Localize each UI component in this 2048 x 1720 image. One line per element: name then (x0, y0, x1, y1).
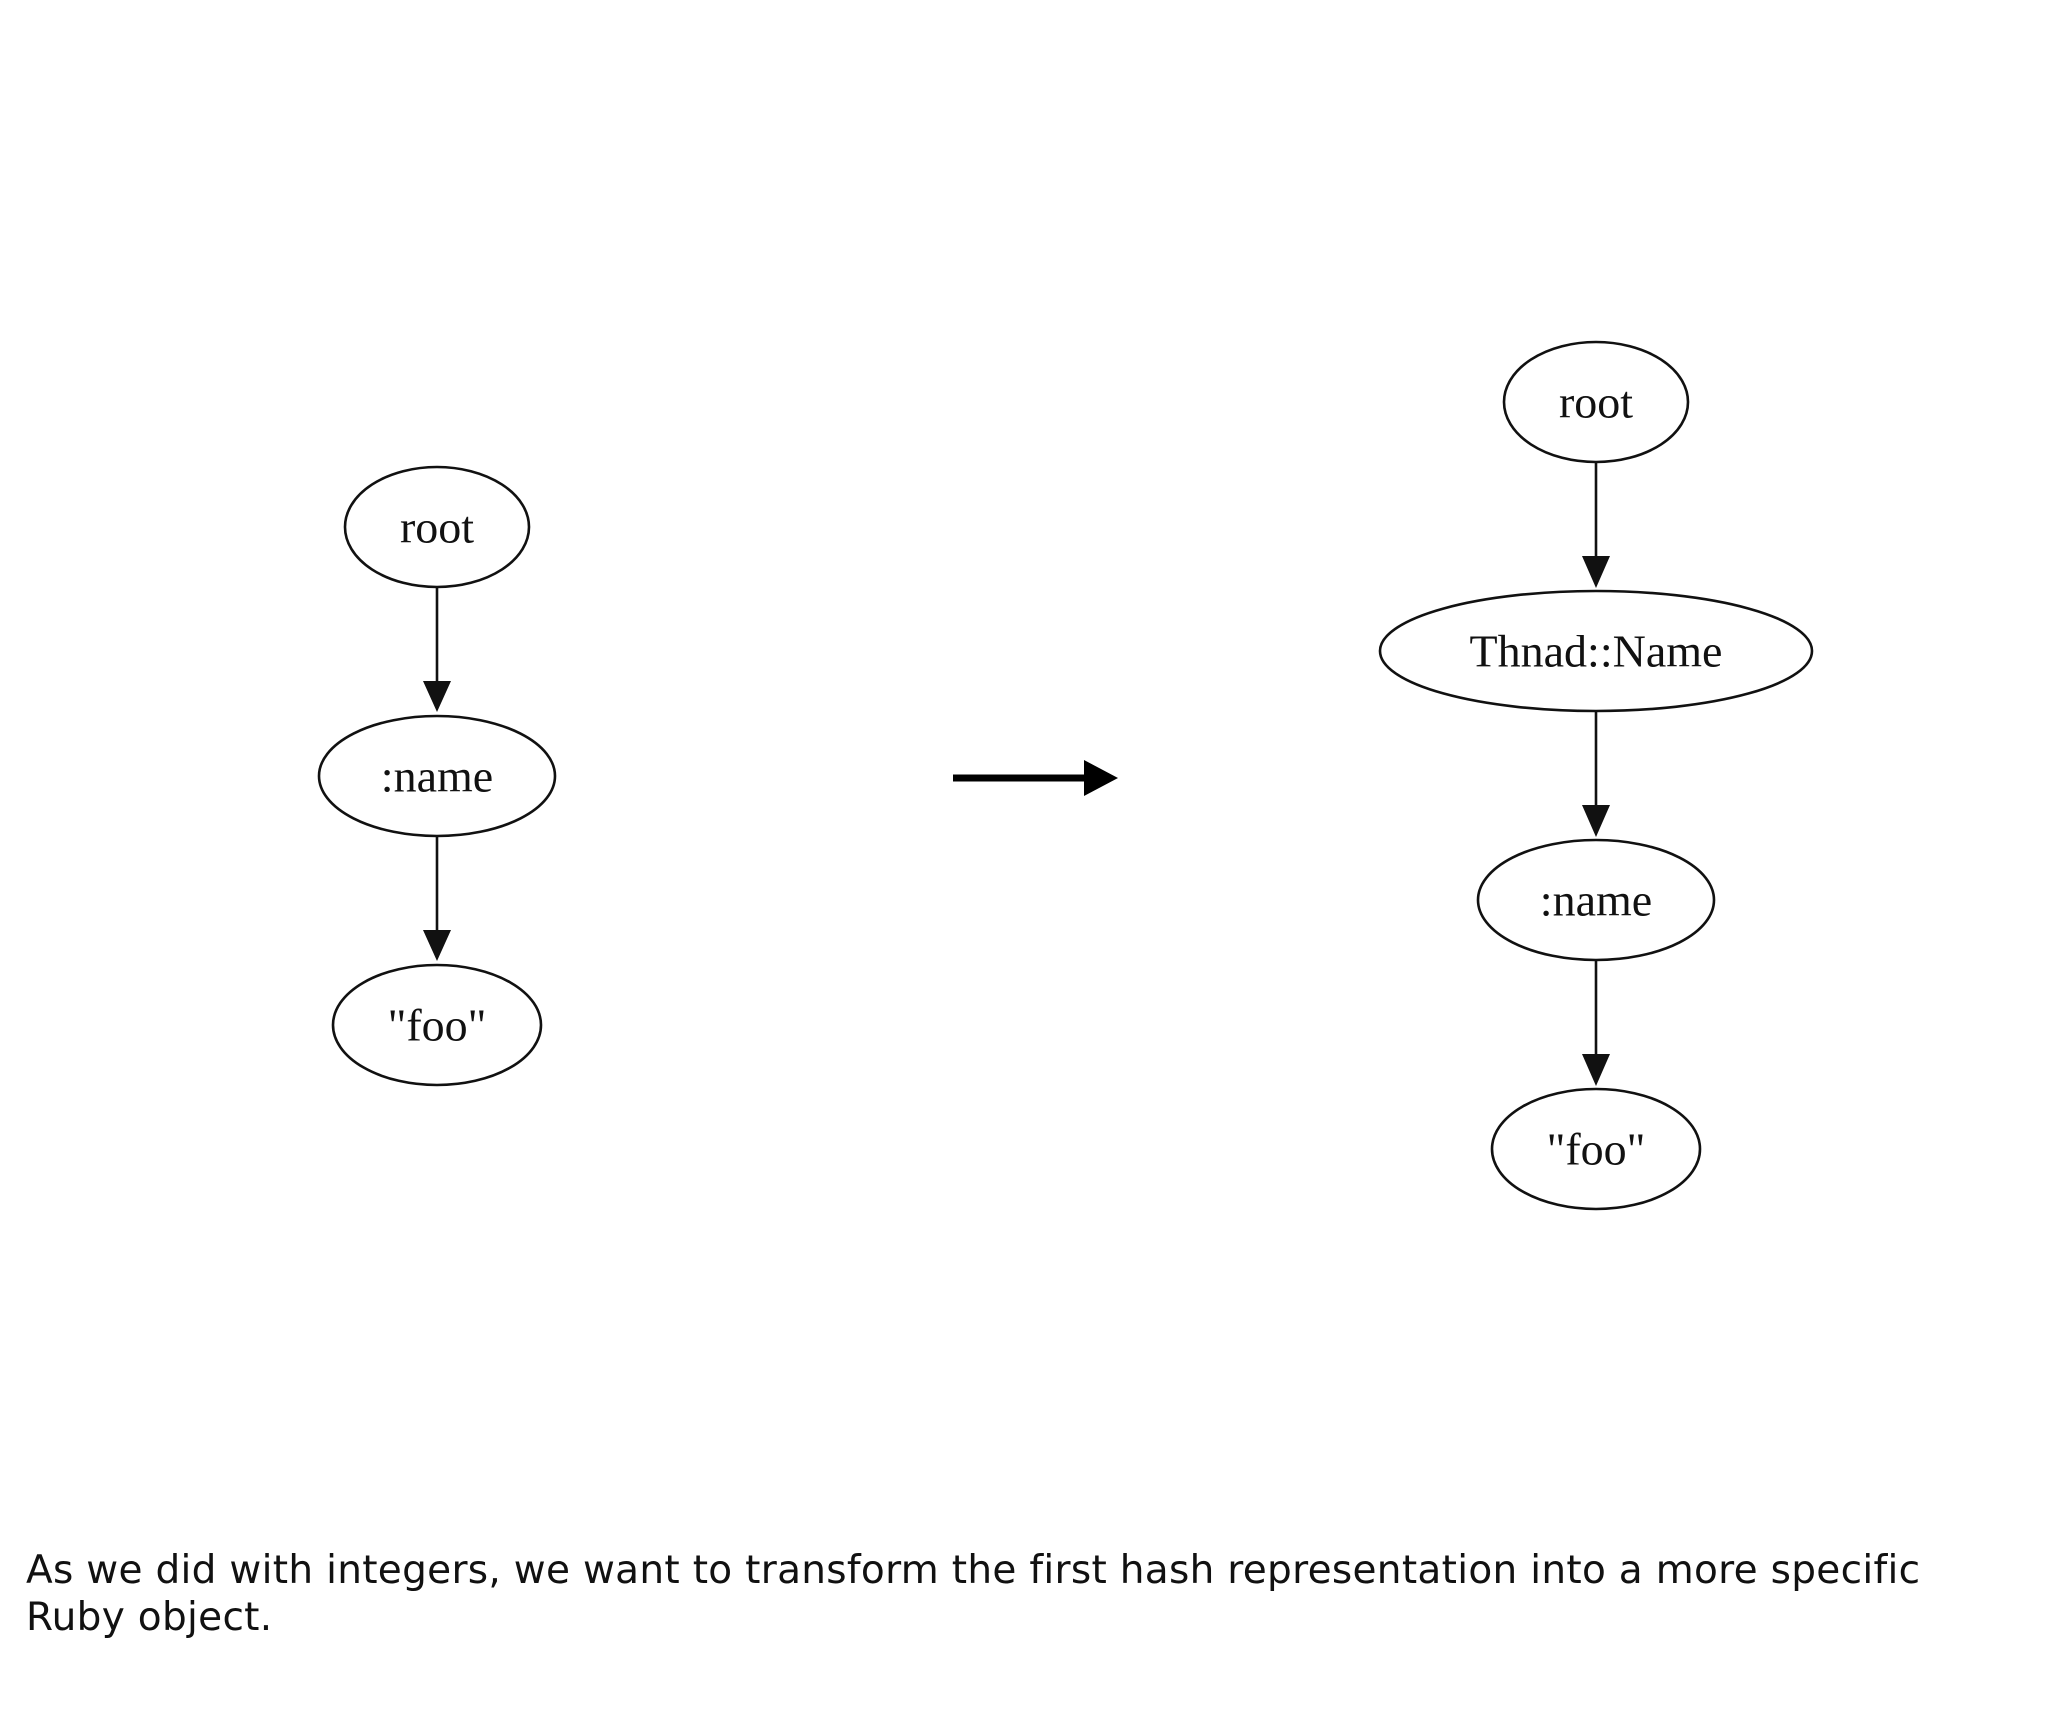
right-node-thnad-name-label: Thnad::Name (1470, 626, 1723, 677)
right-node-foo: "foo" (1490, 1087, 1702, 1211)
right-node-thnad-name: Thnad::Name (1378, 589, 1814, 713)
right-graph: root Thnad::Name :name "foo" (1378, 340, 1814, 1211)
right-node-name: :name (1476, 838, 1716, 962)
left-graph: root :name "foo" (317, 465, 557, 1087)
right-node-root: root (1502, 340, 1690, 464)
right-node-root-label: root (1559, 377, 1633, 428)
right-edge-root-to-thnad (1582, 462, 1610, 588)
right-node-name-label: :name (1540, 875, 1652, 926)
left-node-foo: "foo" (331, 963, 543, 1087)
left-node-foo-label: "foo" (388, 1000, 487, 1051)
right-edge-name-to-foo (1582, 960, 1610, 1086)
left-node-name-label: :name (381, 751, 493, 802)
left-node-root: root (343, 465, 531, 589)
left-node-root-label: root (400, 502, 474, 553)
left-edge-name-to-foo (423, 836, 451, 961)
right-node-foo-label: "foo" (1547, 1124, 1646, 1175)
right-edge-thnad-to-name (1582, 711, 1610, 837)
left-edge-root-to-name (423, 587, 451, 712)
transform-arrow (953, 760, 1118, 796)
left-node-name: :name (317, 714, 557, 838)
slide-caption: As we did with integers, we want to tran… (26, 1548, 1921, 1640)
